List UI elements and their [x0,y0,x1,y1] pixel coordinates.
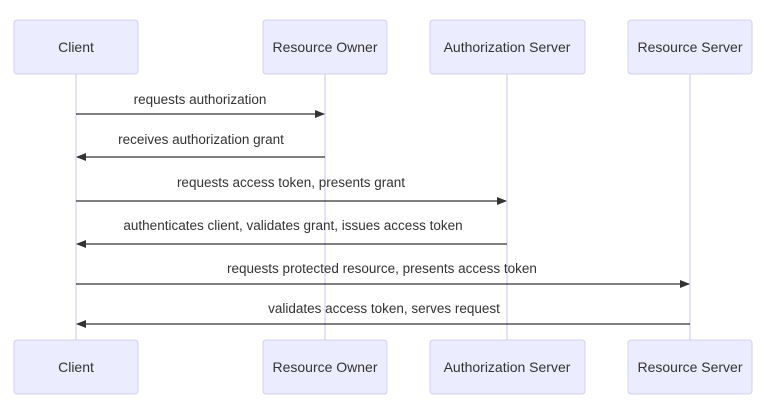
message-label: requests access token, presents grant [177,175,405,190]
actor-box [627,339,753,395]
actor-authorization-server-top: Authorization Server [429,19,586,75]
actor-label: Client [58,39,94,55]
message-6: validates access token, serves request [76,301,690,328]
message-label: authenticates client, validates grant, i… [123,218,462,233]
message-2: receives authorization grant [76,132,325,161]
message-label: receives authorization grant [118,132,284,147]
messages: requests authorization receives authoriz… [76,92,690,328]
actor-box [627,19,753,75]
message-5: requests protected resource, presents ac… [76,261,690,288]
actor-resource-owner-bottom: Resource Owner [262,339,388,395]
message-label: requests authorization [134,92,267,107]
message-label: requests protected resource, presents ac… [227,261,537,276]
actor-resource-server-top: Resource Server [627,19,753,75]
actor-client-top: Client [13,19,139,75]
actor-client-bottom: Client [13,339,139,395]
lifelines [75,74,691,340]
actor-label: Client [58,359,94,375]
actor-box [13,339,139,395]
message-label: validates access token, serves request [268,301,500,316]
actor-authorization-server-bottom: Authorization Server [429,339,586,395]
message-4: authenticates client, validates grant, i… [76,218,507,248]
actor-resource-server-bottom: Resource Server [627,339,753,395]
actor-label: Resource Owner [272,359,377,375]
actor-label: Resource Owner [272,39,377,55]
actors-bottom: Client Resource Owner Authorization Serv… [13,339,753,395]
actor-label: Authorization Server [444,359,571,375]
actor-box [429,19,586,75]
actor-label: Authorization Server [444,39,571,55]
message-1: requests authorization [76,92,325,118]
actor-box [262,339,388,395]
actor-box [262,19,388,75]
actor-box [13,19,139,75]
actor-resource-owner-top: Resource Owner [262,19,388,75]
actor-box [429,339,586,395]
message-3: requests access token, presents grant [76,175,507,205]
actor-label: Resource Server [637,359,742,375]
actor-label: Resource Server [637,39,742,55]
actors-top: Client Resource Owner Authorization Serv… [13,19,753,75]
